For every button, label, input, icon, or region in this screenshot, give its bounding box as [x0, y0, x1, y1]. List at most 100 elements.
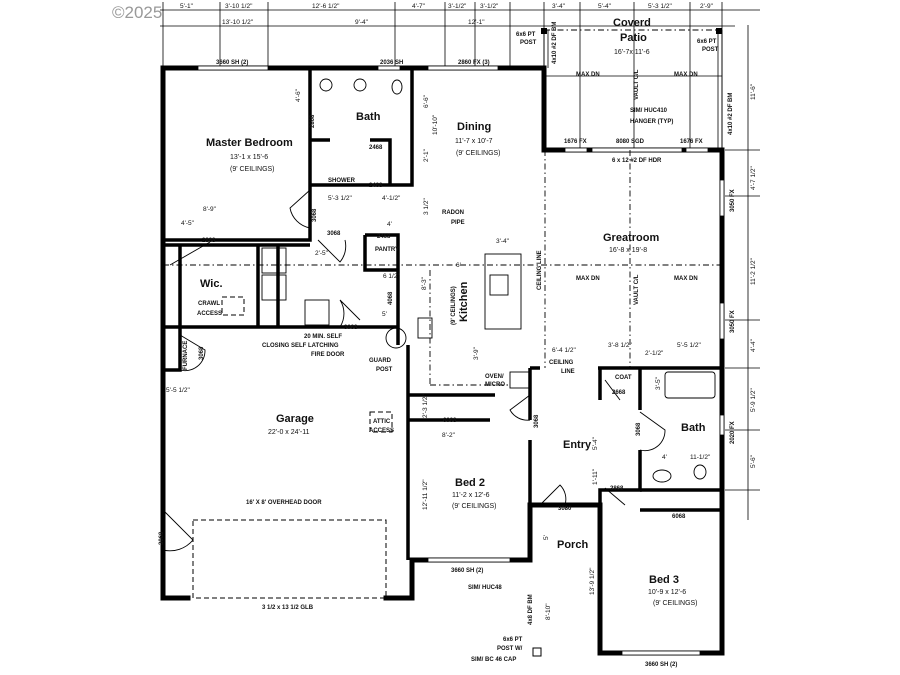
right-dim-5: 5'-9 1/2": [750, 388, 757, 412]
right-dim-3: 11'-2 1/2": [750, 257, 757, 285]
master-bedroom-ceiling: (9' CEILINGS): [230, 166, 275, 173]
door-2668-coat: 2668: [612, 390, 626, 396]
dim-11-1: 11-1/2": [690, 454, 711, 461]
pantry-label: PANTRY: [375, 247, 399, 253]
door-3068-furnace: 3068: [199, 346, 205, 360]
great-vault-label: VAULT C/L: [634, 274, 640, 305]
guard-post-label-2: POST: [376, 367, 393, 373]
wic-name: Wic.: [200, 278, 223, 290]
hanger-label: SIM/ HUC410: [630, 108, 668, 114]
door-3068-side: 3068: [159, 531, 165, 545]
dim-3-4: 3'-4": [496, 238, 510, 245]
door-2468-b: 2468: [369, 183, 383, 189]
window-bed2-label: 3660 SH (2): [451, 568, 483, 574]
crawl-label: CRAWL: [198, 301, 220, 307]
dim-10-10: 10'-10": [432, 114, 439, 135]
porch-post: [532, 647, 542, 657]
door-3068-bath2: 3068: [636, 422, 642, 436]
covered-patio-outline: [541, 28, 723, 150]
bed2-ceiling: (9' CEILINGS): [452, 503, 497, 510]
interior-walls: [163, 68, 722, 560]
oven-label: OVEN/: [485, 374, 504, 380]
top-dim-9: 5'-3 1/2": [648, 3, 672, 10]
door-2468-pantry: 2468: [377, 234, 391, 240]
hanger-label-2: HANGER (TYP): [630, 119, 673, 125]
fixtures: [261, 78, 716, 483]
dim-4-1: 4'-1/2": [382, 195, 401, 202]
patio-size: 16'-7x 11'-6: [614, 49, 650, 56]
crawl-label-2: ACCESS: [197, 311, 222, 317]
attic-label: ATTIC: [373, 419, 391, 425]
dim-8-3: 8'-3": [421, 276, 428, 290]
window-bath-label: 2036 SH: [380, 60, 403, 66]
beam-right-label: 4x10 #2 DF BM: [728, 93, 734, 135]
kitchen-ceiling: (9' CEILINGS): [451, 286, 457, 325]
dim-1-11: 1'-11": [592, 468, 599, 485]
patio-name-2: Patio: [620, 32, 647, 44]
post-left-label: 6x6 PT: [516, 32, 536, 38]
garage-size: 22'-0 x 24'-11: [268, 429, 310, 436]
radon-label: RADON: [442, 210, 464, 216]
door-2868-master-bath: 2868: [310, 114, 316, 128]
dim-5-5-garage: 5'-5 1/2": [166, 387, 190, 394]
top-dim-8: 5'-4": [598, 3, 612, 10]
dining-ceiling: (9' CEILINGS): [456, 150, 501, 157]
window-bed3-label: 3660 SH (2): [645, 662, 677, 668]
radon-label-2: PIPE: [451, 220, 465, 226]
post-right-label-2: POST: [702, 47, 719, 53]
top-dim-2: 3'-10 1/2": [225, 3, 253, 10]
windows: [197, 65, 725, 656]
dim-6: 6': [456, 262, 461, 269]
doors: [162, 189, 666, 552]
top-dim-1: 5'-1": [180, 3, 194, 10]
post-left-label-2: POST: [520, 40, 537, 46]
fire-door-note-2: CLOSING SELF LATCHING: [262, 343, 339, 349]
dim-2-1b: 2'-1/2": [645, 350, 664, 357]
window-master-label: 3660 SH (2): [216, 60, 248, 66]
dim-3-8: 3'-8 1/2": [608, 342, 632, 349]
copyright-watermark: ©2025: [112, 3, 162, 22]
bed2-size: 11'-2 x 12'-6: [452, 492, 490, 499]
top-dim-3: 12'-6 1/2": [312, 3, 340, 10]
entry-name: Entry: [563, 439, 592, 451]
dim-8-10: 8'-10": [545, 603, 552, 620]
furnace-label: FURNACE: [183, 341, 189, 370]
patio-vault-label: VAULT C/L: [634, 69, 640, 100]
top-dim-6: 3'-1/2": [480, 3, 499, 10]
fx-1676-left: 1676 FX: [564, 139, 587, 145]
top-dim-4: 4'-7": [412, 3, 426, 10]
dim-4-6: 4'-6": [295, 88, 302, 102]
kitchen-name: Kitchen: [458, 281, 470, 322]
ceiling-line-vertical: CEILING LINE: [537, 250, 543, 290]
dim-4b: 4': [662, 454, 667, 461]
dim-5-5: 5'-5 1/2": [677, 342, 701, 349]
ceiling-lines: [163, 150, 722, 599]
greatroom-name: Greatroom: [603, 232, 659, 244]
dim-8-9: 8'-9": [203, 206, 217, 213]
top-dim-5: 3'-1/2": [448, 3, 467, 10]
top-dim-7: 3'-4": [552, 3, 566, 10]
dim-6-4: 6'-4 1/2": [552, 347, 576, 354]
bath2-name: Bath: [681, 422, 706, 434]
door-3068-garage: 3068: [344, 325, 358, 331]
top-dimension-lines: [160, 2, 760, 520]
attic-label-2: ACCESS: [369, 428, 394, 434]
greatroom-size: 16'-8 x 19'-8: [609, 247, 647, 254]
master-bedroom-name: Master Bedroom: [206, 137, 293, 149]
dim-3-1: 3 1/2": [423, 198, 430, 215]
right-dim-2: 4'-7 1/2": [750, 166, 757, 190]
top-dim-10: 2'-9": [700, 3, 714, 10]
post-right-label: 6x6 PT: [697, 39, 717, 45]
porch-post-label-3: SIM/ BC 46 CAP: [471, 657, 516, 663]
ceiling-label: CEILING: [549, 360, 574, 366]
window-dining-label: 2860 FX (3): [458, 60, 490, 66]
dim-4: 4': [387, 221, 392, 228]
door-2468-a: 2468: [369, 145, 383, 151]
dim-5-3: 5'-3 1/2": [328, 195, 352, 202]
bed3-name: Bed 3: [649, 574, 679, 586]
dim-3-9: 3'-9": [473, 346, 480, 360]
door-6068-bed3: 6068: [672, 514, 686, 520]
door-2868-wic: 2868: [202, 238, 216, 244]
glb-label: 3 1/2 x 13 1/2 GLB: [262, 605, 314, 611]
